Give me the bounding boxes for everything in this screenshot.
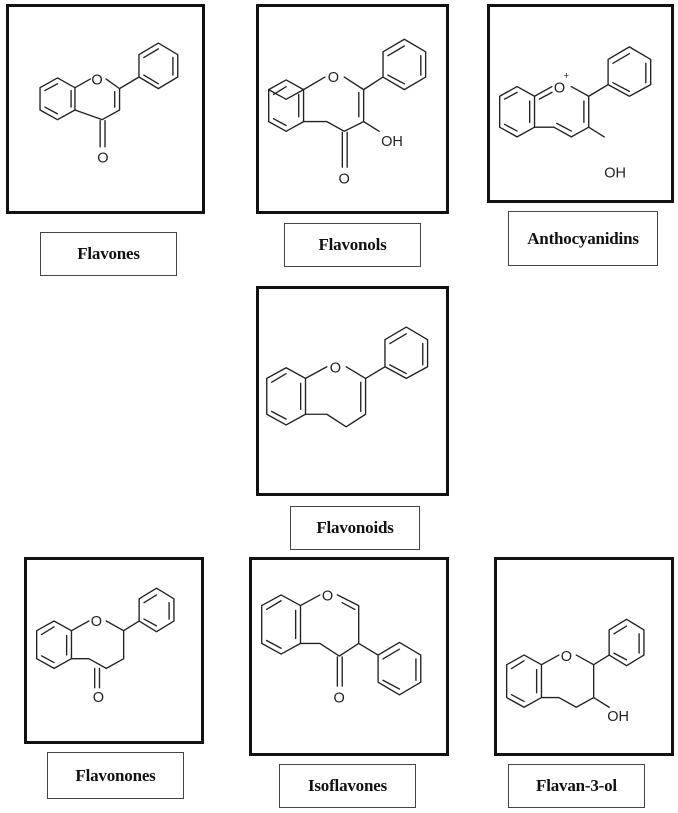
- flavones-keto-oxygen: O: [97, 150, 108, 166]
- flavonones-structure: O O: [35, 587, 175, 706]
- flavan3ol-label: Flavan-3-ol: [508, 764, 645, 808]
- flavan3ol-structure-box: O OH: [494, 557, 674, 756]
- flavonoids-phenyl-ring: [364, 326, 429, 380]
- isoflavones-keto-oxygen: O: [333, 691, 344, 707]
- flavonones-structure-box: O O: [24, 557, 204, 744]
- flavonols-structure-box: O O OH: [256, 4, 449, 214]
- flavonols-pyrone-ring: [302, 76, 326, 91]
- flavones-phenyl-ring: [118, 42, 179, 90]
- flavones-structure-box: O O: [6, 4, 205, 214]
- flavan3ol-phenyl-ring: [608, 618, 645, 667]
- flavonols-keto-oxygen: O: [338, 172, 349, 188]
- anthocyanidins-hydroxyl: OH: [604, 166, 626, 182]
- flavan3ol-hydroxyl: OH: [607, 709, 629, 725]
- anthocyanidins-label: Anthocyanidins: [508, 211, 658, 266]
- flavonones-pyranone-ring: [70, 620, 90, 632]
- flavonoids-benzo-ring: [266, 367, 307, 426]
- flavones-label: Flavones: [40, 232, 177, 276]
- flavonols-structure: O O OH: [268, 38, 427, 188]
- flavan3ol-structure: O OH: [505, 618, 645, 725]
- flavonones-ring-oxygen: O: [91, 614, 102, 630]
- anthocyanidins-structure: O + OH: [499, 46, 652, 182]
- isoflavones-pyrone-ring: [299, 594, 321, 607]
- anthocyanidins-pyrylium-ring: [533, 85, 553, 97]
- flavonols-hydroxyl: OH: [381, 134, 403, 150]
- flavonoids-structure: O: [266, 326, 429, 428]
- flavones-pyrone-ring: [74, 78, 92, 89]
- isoflavones-benzo-ring: [261, 594, 302, 655]
- anthocyanidins-phenyl-ring: [588, 46, 652, 97]
- flavonoids-structure-box: O: [256, 286, 449, 496]
- isoflavones-structure-box: O O: [249, 557, 449, 756]
- anthocyanidins-ring-oxygen: O: [554, 80, 565, 96]
- isoflavones-ring-oxygen: O: [322, 589, 333, 605]
- flavones-ring-oxygen: O: [91, 73, 102, 89]
- flavonones-keto-oxygen: O: [93, 690, 104, 706]
- flavonones-phenyl-ring: [138, 587, 175, 633]
- flavonoids-pyran-ring: [304, 366, 328, 380]
- anthocyanidins-positive-charge: +: [564, 71, 570, 82]
- flavonoids-ring-oxygen: O: [330, 361, 341, 377]
- isoflavones-phenyl-ring: [377, 641, 422, 696]
- flavonols-ring-oxygen: O: [328, 70, 339, 86]
- flavan3ol-ring-oxygen: O: [561, 649, 572, 665]
- flavonols-label: Flavonols: [284, 223, 421, 267]
- flavonols-phenyl-ring: [362, 38, 427, 91]
- flavonones-label: Flavonones: [47, 752, 184, 799]
- flavonoids-label: Flavonoids: [290, 506, 420, 550]
- anthocyanidins-structure-box: O + OH: [487, 4, 674, 203]
- isoflavones-label: Isoflavones: [279, 764, 416, 808]
- flavones-structure: O O: [39, 42, 179, 166]
- flavan3ol-pyran-ring: [540, 654, 560, 666]
- isoflavones-structure: O O: [261, 589, 422, 707]
